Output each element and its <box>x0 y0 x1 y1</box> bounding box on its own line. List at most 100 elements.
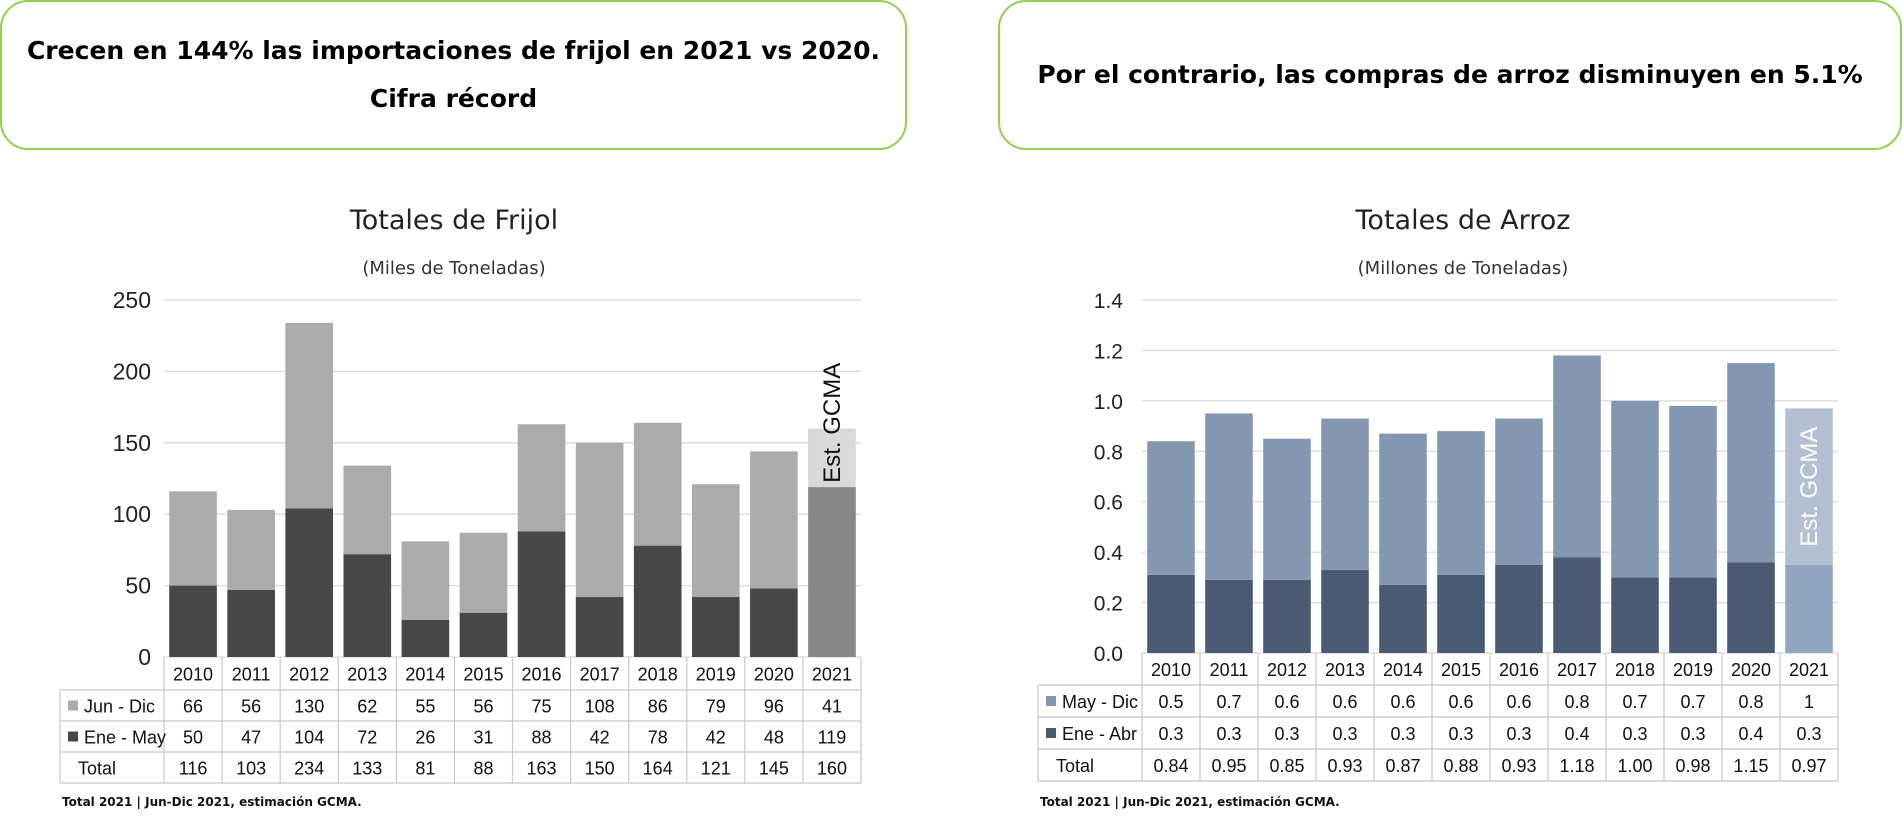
arroz-table-cell: 0.4 <box>1564 724 1589 744</box>
frijol-table-cell: 66 <box>183 697 203 717</box>
arroz-xtick-label: 2019 <box>1673 660 1713 680</box>
arroz-table-cell: 0.97 <box>1791 756 1826 776</box>
chart-subtitle-frijol: (Miles de Toneladas) <box>362 258 546 279</box>
arroz-table-cell: 0.3 <box>1332 724 1357 744</box>
frijol-table-cell: 41 <box>822 697 842 717</box>
arroz-annotation: Est. GCMA <box>1796 427 1823 547</box>
arroz-table-cell: 1.00 <box>1617 756 1652 776</box>
frijol-ytick-label: 200 <box>113 358 151 384</box>
frijol-table-cell: 86 <box>648 697 668 717</box>
frijol-bar-2013-top <box>343 465 392 555</box>
frijol-bar-2015-top <box>459 532 508 613</box>
frijol-table-cell: 72 <box>357 728 377 748</box>
frijol-table-cell: 75 <box>532 697 552 717</box>
frijol-bar-2019-top <box>691 484 740 598</box>
chart-title-arroz: Totales de Arroz <box>1355 205 1571 236</box>
arroz-table-cell: 1.18 <box>1559 756 1594 776</box>
headline-arroz: Por el contrario, las compras de arroz d… <box>998 0 1902 150</box>
arroz-table-cell: 0.7 <box>1680 692 1705 712</box>
frijol-xtick-label: 2011 <box>232 665 271 685</box>
frijol-table-cell: 145 <box>759 759 789 779</box>
frijol-xtick-label: 2019 <box>696 665 736 685</box>
arroz-table-cell: 0.3 <box>1216 724 1241 744</box>
arroz-ytick-label: 1.0 <box>1094 391 1123 414</box>
arroz-bar-2019-bottom <box>1669 577 1717 653</box>
arroz-bar-2013-top <box>1321 418 1369 570</box>
footnote-frijol: Total 2021 | Jun-Dic 2021, estimación GC… <box>62 795 362 809</box>
arroz-table-cell: 0.85 <box>1269 756 1304 776</box>
arroz-table-cell: 0.87 <box>1385 756 1420 776</box>
frijol-xtick-label: 2013 <box>347 665 387 685</box>
arroz-xtick-label: 2016 <box>1499 660 1539 680</box>
headline-arroz-text: Por el contrario, las compras de arroz d… <box>1037 60 1863 89</box>
frijol-bar-2021-bottom <box>808 487 856 657</box>
frijol-xtick-label: 2016 <box>522 665 562 685</box>
arroz-table-cell: 0.3 <box>1506 724 1531 744</box>
arroz-ytick-label: 1.4 <box>1094 290 1124 313</box>
frijol-table-cell: 50 <box>183 728 203 748</box>
arroz-xtick-label: 2012 <box>1267 660 1307 680</box>
frijol-table-cell: 150 <box>585 759 615 779</box>
arroz-bar-2016-top <box>1495 418 1543 565</box>
frijol-xtick-label: 2017 <box>580 665 620 685</box>
frijol-bar-2016-bottom <box>517 531 566 657</box>
frijol-table-cell: 26 <box>415 728 435 748</box>
frijol-table-cell: 88 <box>532 728 552 748</box>
headline-frijol-line-1: Crecen en 144% las importaciones de frij… <box>26 36 881 65</box>
frijol-table-cell: 47 <box>241 728 261 748</box>
frijol-bar-2011-top <box>227 509 275 590</box>
arroz-legend-key <box>1046 696 1056 706</box>
arroz-bar-2020-top <box>1727 363 1775 563</box>
arroz-bar-2015-top <box>1437 431 1485 575</box>
arroz-ytick-label: 0.4 <box>1094 542 1124 565</box>
frijol-xtick-label: 2014 <box>405 665 445 685</box>
frijol-xtick-label: 2012 <box>289 665 329 685</box>
frijol-ytick-label: 50 <box>125 573 151 599</box>
frijol-bar-2014-bottom <box>401 619 450 657</box>
arroz-ytick-label: 0.0 <box>1094 643 1123 666</box>
arroz-bar-2012-bottom <box>1263 579 1311 653</box>
frijol-xtick-label: 2010 <box>173 665 213 685</box>
frijol-table-cell: 81 <box>415 759 435 779</box>
frijol-table-cell: 108 <box>585 697 615 717</box>
arroz-xtick-label: 2014 <box>1383 660 1423 680</box>
frijol-table-cell: 130 <box>294 697 324 717</box>
arroz-table-cell: 0.3 <box>1796 724 1821 744</box>
arroz-table-cell: 0.5 <box>1158 692 1183 712</box>
frijol-table-cell: 78 <box>648 728 668 748</box>
frijol-ytick-label: 250 <box>113 287 151 313</box>
arroz-bar-2020-bottom <box>1727 562 1775 653</box>
frijol-table-cell: 79 <box>706 697 726 717</box>
arroz-table-cell: 0.8 <box>1564 692 1589 712</box>
frijol-xtick-label: 2021 <box>812 665 852 685</box>
frijol-bar-2020-bottom <box>750 588 798 657</box>
arroz-table-cell: 0.95 <box>1211 756 1246 776</box>
arroz-legend-key <box>1046 728 1056 738</box>
frijol-bar-2017-top <box>575 442 624 598</box>
frijol-bar-2020-top <box>750 451 798 589</box>
arroz-bar-2012-top <box>1263 438 1311 580</box>
arroz-table-cell: 1 <box>1804 692 1814 712</box>
frijol-table-cell: 160 <box>817 759 847 779</box>
arroz-table-cell: 0.3 <box>1390 724 1415 744</box>
arroz-table-cell: 0.93 <box>1501 756 1536 776</box>
arroz-table-cell: 0.93 <box>1327 756 1362 776</box>
frijol-table-row-label: Ene - May <box>84 728 166 748</box>
frijol-xtick-label: 2018 <box>638 665 678 685</box>
frijol-ytick-label: 0 <box>138 644 151 670</box>
arroz-bar-2019-top <box>1669 405 1717 578</box>
arroz-table-cell: 0.4 <box>1738 724 1763 744</box>
arroz-table-cell: 0.84 <box>1153 756 1188 776</box>
arroz-ytick-label: 1.2 <box>1094 340 1123 363</box>
frijol-table-row-label: Jun - Dic <box>84 697 155 717</box>
arroz-table-cell: 0.6 <box>1448 692 1473 712</box>
arroz-xtick-label: 2021 <box>1789 660 1829 680</box>
arroz-table-cell: 0.98 <box>1675 756 1710 776</box>
frijol-table-cell: 55 <box>415 697 435 717</box>
arroz-xtick-label: 2017 <box>1557 660 1597 680</box>
frijol-bar-2012-bottom <box>285 508 334 657</box>
arroz-bar-2021-bottom <box>1785 564 1833 653</box>
arroz-bar-2018-bottom <box>1611 577 1659 653</box>
